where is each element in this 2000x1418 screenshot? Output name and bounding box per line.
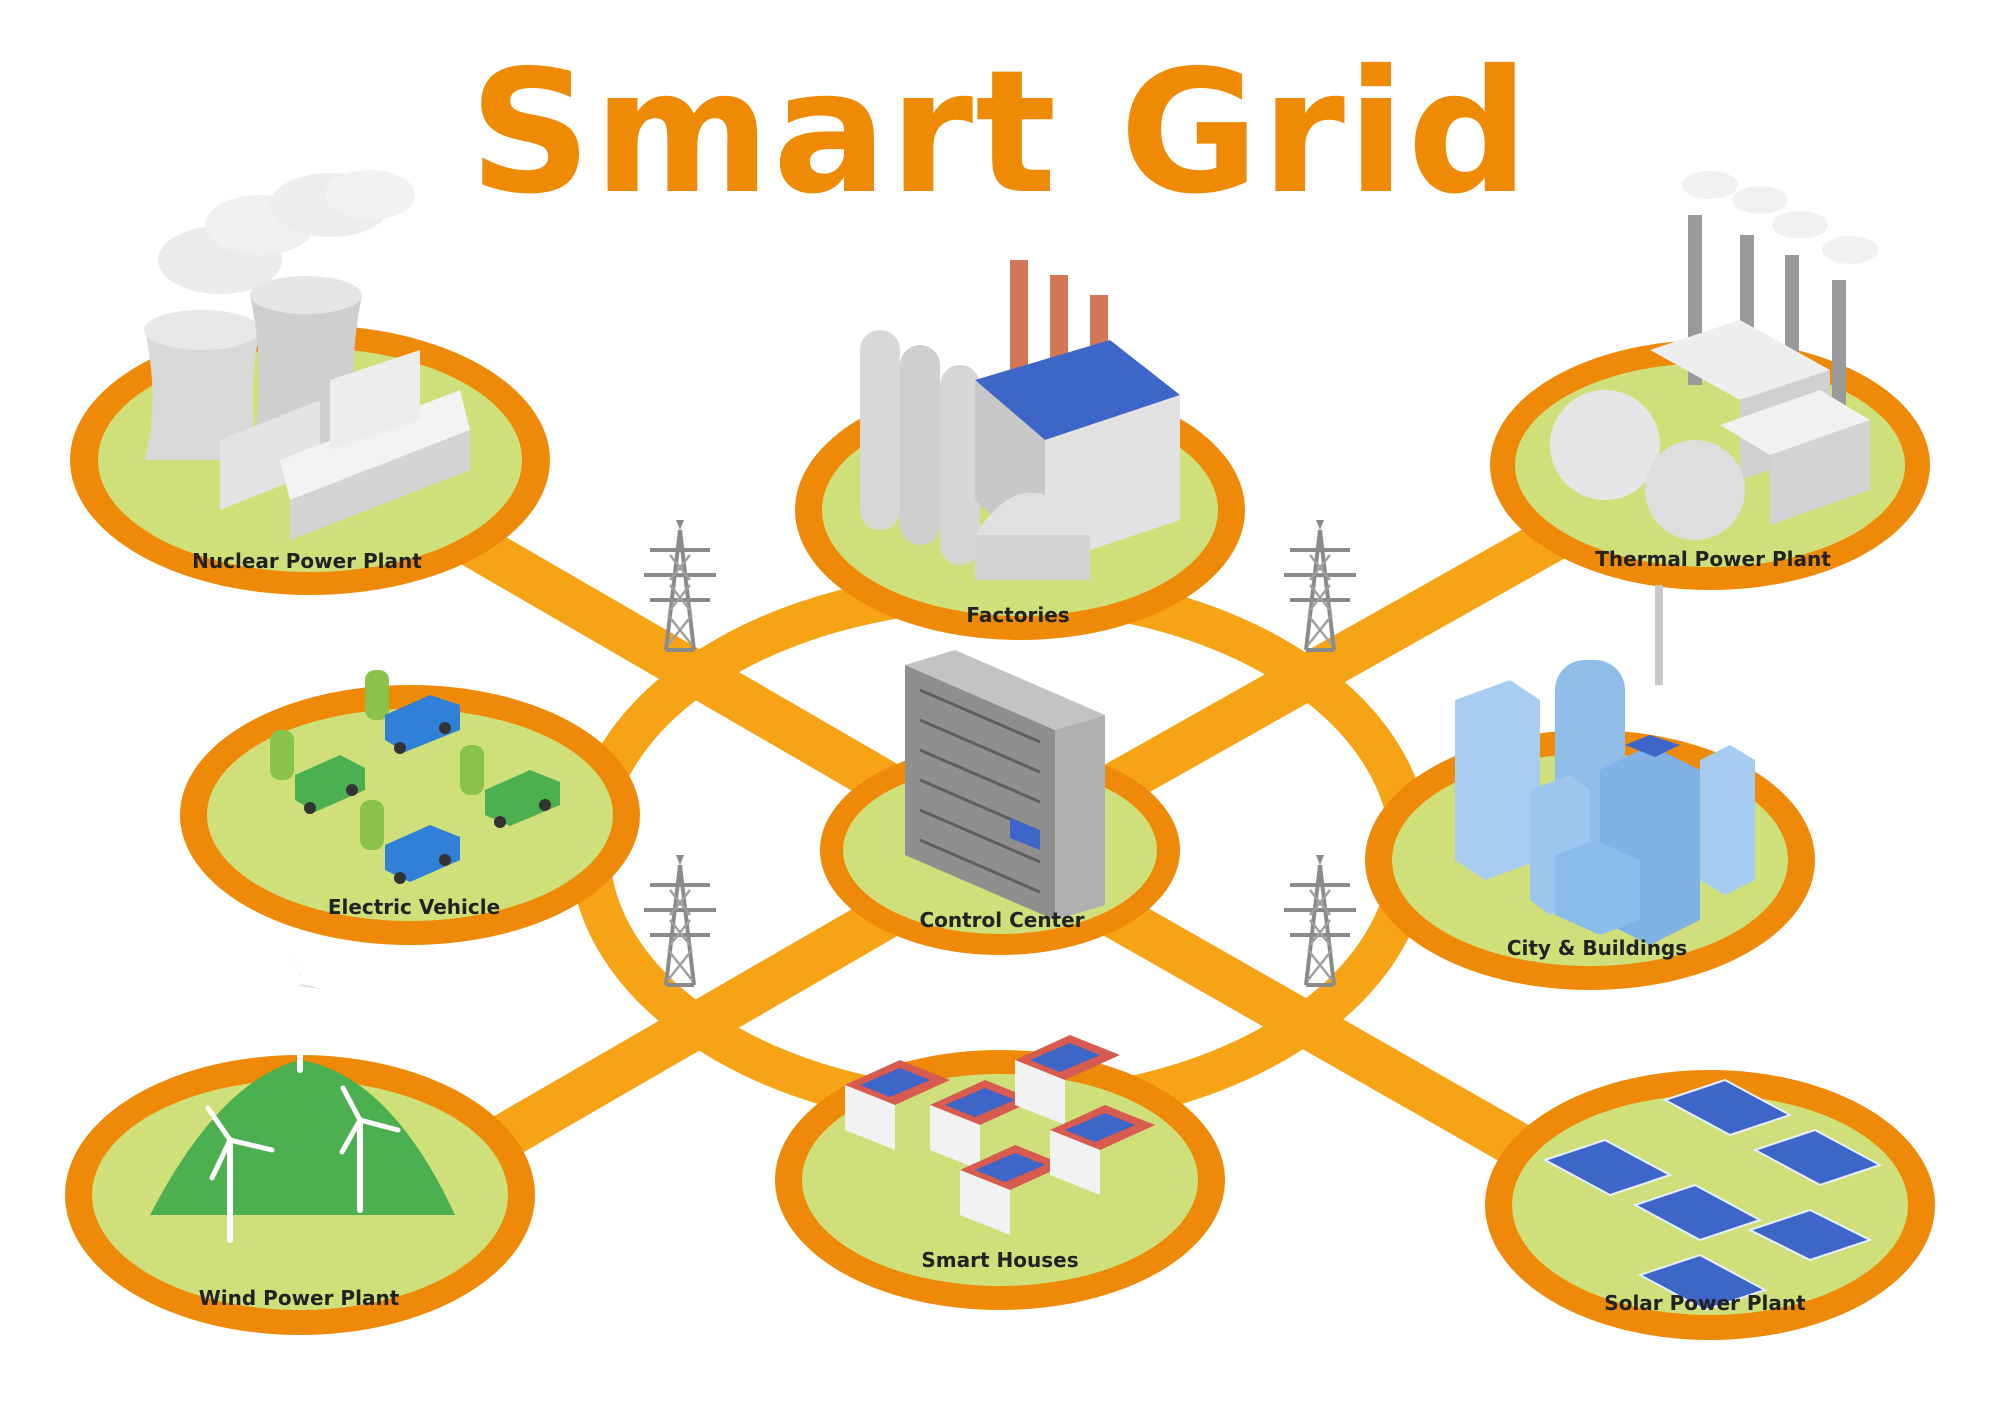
- thermal-plant-icon: [1550, 171, 1878, 540]
- city-buildings-icon: [1455, 585, 1755, 945]
- label-smart-houses: Smart Houses: [921, 1248, 1078, 1272]
- label-control-center: Control Center: [919, 908, 1084, 932]
- smart-house-icon: [845, 1035, 1155, 1235]
- node-labels: Nuclear Power Plant Factories Thermal Po…: [192, 547, 1831, 1315]
- nuclear-plant-icon: [144, 170, 470, 540]
- electric-car-icon: [270, 670, 560, 884]
- server-rack-icon: [905, 650, 1105, 920]
- solar-panel-icon: [1542, 1078, 1883, 1312]
- label-city-buildings: City & Buildings: [1507, 936, 1687, 960]
- label-factories: Factories: [966, 603, 1069, 627]
- platform-ev: [180, 685, 640, 945]
- label-nuclear-power-plant: Nuclear Power Plant: [192, 549, 422, 573]
- diagram-title: Smart Grid: [469, 34, 1531, 232]
- label-solar-power-plant: Solar Power Plant: [1604, 1291, 1806, 1315]
- wind-turbine-icon: [150, 942, 455, 1243]
- label-thermal-power-plant: Thermal Power Plant: [1595, 547, 1831, 571]
- label-wind-power-plant: Wind Power Plant: [199, 1286, 400, 1310]
- label-electric-vehicle: Electric Vehicle: [328, 895, 500, 919]
- factory-icon: [860, 260, 1180, 580]
